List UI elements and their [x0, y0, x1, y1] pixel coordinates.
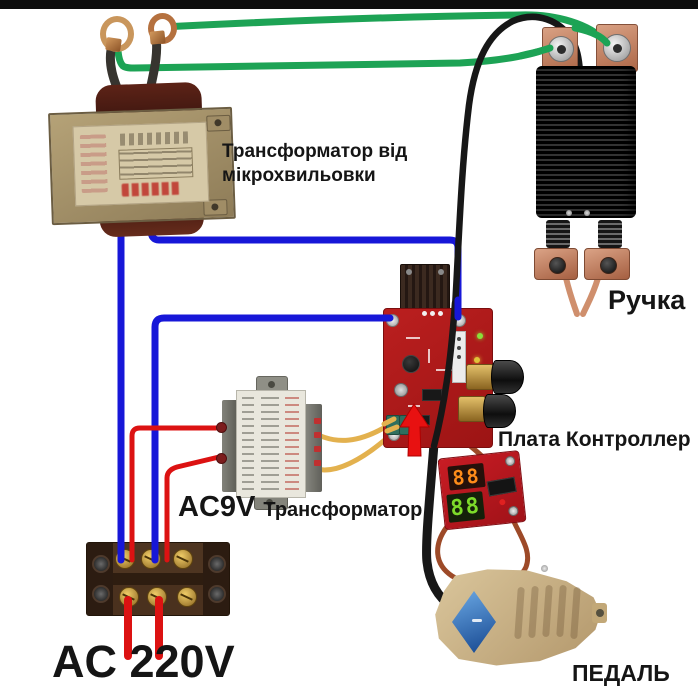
mount-screw	[208, 585, 226, 603]
primary-terminal-2	[216, 453, 227, 464]
seven-segment-display-bottom: 88	[446, 491, 486, 523]
logo-glint	[472, 619, 482, 622]
foot-pedal	[428, 565, 608, 673]
top-border-bar	[0, 0, 698, 9]
terminal-screw	[147, 587, 167, 607]
pin-connector	[452, 331, 466, 383]
controller-board	[383, 264, 525, 448]
ring-terminal-crimp	[149, 30, 166, 45]
display-pcb: 88 88	[437, 450, 527, 531]
status-led-green	[477, 333, 483, 339]
electrode-holder-right	[584, 248, 630, 280]
status-led-yellow	[474, 357, 480, 363]
terminal-block-right-cap	[203, 543, 229, 615]
capacitor	[402, 355, 420, 373]
terminal-screw	[177, 587, 197, 607]
green-wire-lower	[112, 26, 553, 72]
label-spec-box	[118, 147, 194, 180]
label-text-column	[285, 397, 299, 491]
potentiometer-1-knob	[491, 360, 524, 394]
transformer-label-plate	[72, 121, 210, 207]
electrode-spring-right	[598, 220, 622, 248]
display-component	[499, 498, 506, 506]
ac9v-label-rest: Трансформатор	[263, 499, 423, 521]
handle-terminal-nut-left	[548, 36, 574, 62]
input-terminal-2	[399, 415, 413, 435]
mot-label-line2: мікрохвильовки	[222, 165, 376, 186]
ac9v-transformer	[216, 376, 322, 510]
pedal-screw	[541, 565, 548, 572]
pedal-label: ПЕДАЛЬ	[572, 660, 670, 686]
green-wire-upper	[159, 11, 610, 46]
mount-screw	[92, 585, 110, 603]
label-text-row	[119, 131, 189, 146]
electrode-tip-right	[580, 275, 601, 317]
secondary-terminal	[314, 460, 321, 466]
terminal-screw	[173, 549, 193, 569]
mount-hole	[386, 314, 399, 327]
mot-label: Трансформатор від мікрохвильовки	[222, 140, 407, 188]
primary-terminal-1	[216, 422, 227, 433]
mount-screw	[504, 455, 516, 467]
ac9v-label: AC9V Трансформатор	[178, 491, 422, 524]
mains-label: AC 220V	[52, 636, 235, 687]
mains-terminal-block	[86, 542, 230, 616]
display-board: 88 88	[437, 446, 531, 535]
label-danger-stamp	[121, 181, 180, 197]
electrode-tip-left	[563, 275, 580, 317]
capacitor	[394, 383, 408, 397]
terminal-screw	[141, 549, 161, 569]
potentiometer-2-knob	[483, 394, 516, 428]
secondary-terminal	[314, 432, 321, 438]
secondary-terminal	[314, 446, 321, 452]
display-ic-chip	[486, 476, 517, 497]
terminal-screw	[115, 549, 135, 569]
electrode-holder-left	[534, 248, 578, 280]
terminal-block-left-cap	[87, 543, 113, 615]
potentiometer-1-body	[466, 364, 494, 390]
label-text-column	[242, 397, 254, 491]
display-top-value: 88	[451, 463, 482, 491]
mount-screw	[92, 555, 110, 573]
controller-label: Плата Контроллер	[498, 428, 691, 451]
secondary-terminal	[314, 418, 321, 424]
terminal-screw	[119, 587, 139, 607]
handle-body	[536, 66, 636, 218]
display-bottom-value: 88	[449, 492, 483, 522]
ic-chip	[422, 389, 442, 401]
electrode-spring-left	[546, 220, 570, 248]
heatsink	[400, 264, 450, 314]
mount-screw	[507, 505, 519, 517]
ac9v-label-bold: AC9V	[178, 491, 256, 523]
handle-terminal-nut-right	[603, 34, 631, 62]
ring-terminal-crimp	[105, 37, 122, 52]
label-text-column	[261, 397, 279, 491]
mot-label-line1: Трансформатор від	[222, 141, 408, 162]
microwave-transformer	[48, 81, 236, 241]
handle-label: Ручка	[608, 285, 686, 315]
pedal-mount-tab	[592, 603, 607, 623]
ac9v-label-plate	[236, 390, 306, 498]
label-stamp	[79, 134, 108, 194]
mount-screw	[208, 555, 226, 573]
seven-segment-display-top: 88	[447, 462, 486, 491]
ic-chip	[414, 415, 430, 425]
mount-tab	[206, 114, 231, 132]
mount-hole	[453, 314, 466, 327]
potentiometer-2-body	[458, 396, 486, 422]
input-terminal-1	[386, 415, 400, 435]
